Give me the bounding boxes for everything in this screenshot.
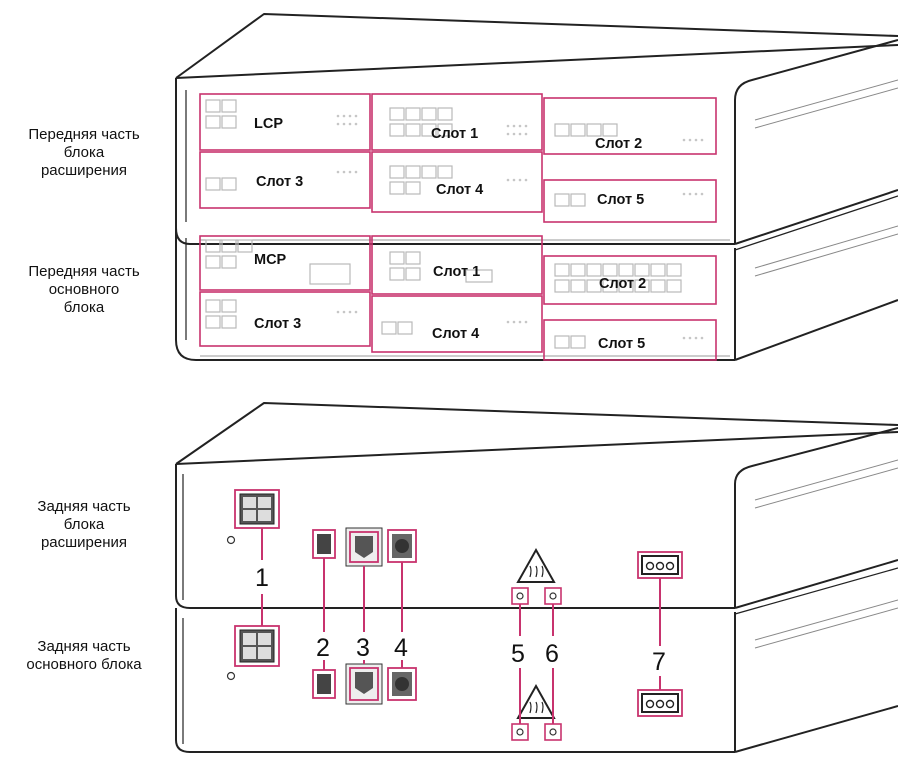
hot-surface-warning-icon <box>516 547 556 583</box>
slot-label: LCP <box>254 116 283 132</box>
power-switch-icon <box>312 529 336 559</box>
slot-label: Слот 1 <box>433 264 480 280</box>
slot-label: MCP <box>254 252 287 268</box>
callout-number: 5 <box>511 640 525 668</box>
callout-number: 4 <box>394 634 408 662</box>
callout-number: 6 <box>545 640 559 668</box>
fuse-holder-icon <box>387 667 417 701</box>
port-details <box>205 99 682 349</box>
callout-leaders <box>261 528 661 724</box>
front-expansion-slot-frames <box>199 93 717 223</box>
front-main-label: Передняя часть основного блока <box>28 263 140 316</box>
front-main-unit <box>175 195 898 361</box>
front-main-slot-labels: MCP Слот 1 Слот 2 Слот 3 Слот 4 Слот 5 <box>254 252 646 352</box>
led-dots <box>336 114 704 340</box>
terminal-connector-icon <box>637 551 683 579</box>
ac-inlet-icon <box>345 527 383 567</box>
slot-label: Слот 5 <box>597 192 644 208</box>
callout-number: 3 <box>356 634 370 662</box>
front-expansion-unit <box>175 13 898 245</box>
power-switch-icon <box>312 669 336 699</box>
fuse-holder-icon <box>387 529 417 563</box>
slot-label: Слот 2 <box>595 136 642 152</box>
front-expansion-label: Передняя часть блока расширения <box>28 126 140 179</box>
callout-number: 7 <box>652 648 666 676</box>
ground-screw-icon <box>226 671 236 681</box>
ground-screw-icon <box>226 535 236 545</box>
slot-label: Слот 3 <box>256 174 303 190</box>
front-expansion-slot-labels: LCP Слот 1 Слот 2 Слот 3 Слот 4 Слот 5 <box>254 116 644 208</box>
ac-inlet-icon <box>345 663 383 705</box>
rear-expansion-unit <box>175 402 898 609</box>
slot-label: Слот 1 <box>431 126 478 142</box>
slot-label: Слот 2 <box>599 276 646 292</box>
rear-main-label: Задняя часть основного блока <box>26 638 142 673</box>
slot-label: Слот 4 <box>436 182 483 198</box>
power-breaker-icon <box>234 625 280 667</box>
power-breaker-icon <box>234 489 280 529</box>
rear-components <box>226 489 683 741</box>
rear-expansion-label: Задняя часть блока расширения <box>37 498 131 551</box>
hot-surface-warning-icon <box>516 683 556 719</box>
slot-label: Слот 4 <box>432 326 479 342</box>
slot-label: Слот 3 <box>254 316 301 332</box>
slot-label: Слот 5 <box>598 336 645 352</box>
callout-number: 1 <box>255 564 269 592</box>
callout-numbers: 1 2 3 4 5 6 7 <box>255 564 666 676</box>
rear-main-unit <box>175 567 898 753</box>
front-main-slot-frames <box>199 235 717 361</box>
callout-number: 2 <box>316 634 330 662</box>
terminal-connector-icon <box>637 689 683 717</box>
side-panel-lines <box>754 79 898 649</box>
